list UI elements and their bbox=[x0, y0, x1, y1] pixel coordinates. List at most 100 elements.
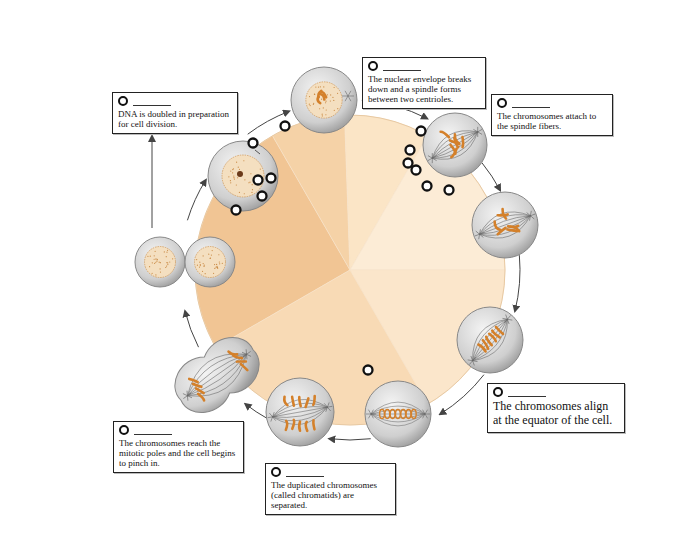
chromatin-dot bbox=[236, 184, 237, 185]
chromatin-dot bbox=[337, 93, 338, 94]
answer-circle bbox=[118, 96, 128, 106]
chromatin-dot bbox=[219, 263, 220, 264]
aster bbox=[345, 96, 348, 101]
aster bbox=[242, 351, 247, 356]
aster bbox=[244, 349, 249, 354]
answer-marker bbox=[249, 139, 258, 148]
phase-sector bbox=[273, 115, 351, 270]
cell-ana bbox=[265, 378, 334, 446]
spindle-fiber bbox=[473, 319, 511, 363]
spindle-fiber bbox=[184, 350, 246, 396]
aster bbox=[185, 391, 190, 396]
chromatin-dot bbox=[169, 261, 170, 262]
chromatin-dot bbox=[260, 168, 261, 169]
chromatin-dot bbox=[244, 193, 245, 194]
aster bbox=[324, 403, 327, 408]
chromatin-dot bbox=[166, 265, 167, 266]
chromosome bbox=[233, 352, 242, 361]
aster bbox=[247, 351, 251, 354]
chromatin-dot bbox=[325, 101, 326, 102]
chromatin-dot bbox=[202, 271, 203, 272]
chromatin-dot bbox=[216, 266, 217, 267]
chromosome bbox=[441, 132, 449, 138]
chromatin-dot bbox=[203, 263, 204, 264]
aster bbox=[475, 234, 480, 236]
chromatin-dot bbox=[155, 258, 156, 259]
aster bbox=[430, 153, 434, 158]
chromosome bbox=[450, 140, 459, 144]
spindle-fiber bbox=[187, 354, 246, 395]
cell-early bbox=[291, 67, 357, 133]
chromatin-dot bbox=[314, 94, 315, 95]
answer-line bbox=[383, 70, 421, 71]
nucleus bbox=[222, 155, 264, 197]
spindle bbox=[174, 338, 259, 411]
chromatin-dot bbox=[200, 265, 201, 266]
spindle-fiber bbox=[480, 216, 535, 246]
spindle-fiber bbox=[432, 132, 481, 165]
chromatin-dot bbox=[160, 262, 161, 263]
spindle bbox=[422, 119, 488, 170]
chromatin-dot bbox=[197, 265, 198, 266]
chromatin-dot bbox=[159, 268, 160, 269]
chromatin-dot bbox=[309, 104, 310, 105]
answer-marker bbox=[417, 127, 426, 136]
aster bbox=[348, 91, 351, 96]
aster bbox=[348, 96, 354, 97]
aster bbox=[187, 393, 191, 396]
spindle-fiber bbox=[273, 407, 329, 421]
aster bbox=[366, 414, 371, 415]
cell-membrane bbox=[135, 237, 185, 287]
chromatin-dot bbox=[166, 262, 167, 263]
chromatin-dot bbox=[230, 171, 231, 172]
answer-marker bbox=[406, 146, 415, 155]
aster bbox=[268, 416, 273, 418]
spindle-fiber bbox=[430, 129, 477, 159]
aster bbox=[425, 414, 430, 415]
aster bbox=[473, 128, 477, 133]
chromatin-dot bbox=[237, 177, 238, 178]
chromatin-dot bbox=[149, 266, 150, 267]
chromatin-dot bbox=[230, 182, 231, 183]
chromatin-dot bbox=[238, 167, 239, 168]
chromosome bbox=[406, 410, 411, 419]
chromosome bbox=[292, 420, 294, 429]
aster bbox=[273, 415, 278, 417]
chromatin-dot bbox=[218, 254, 219, 255]
chromosome bbox=[313, 420, 314, 429]
cycle-arrow bbox=[482, 163, 500, 190]
chromatin-dot bbox=[167, 250, 168, 251]
callout-box: The nuclear envelope breaks down and a s… bbox=[362, 57, 486, 109]
chromosome bbox=[411, 410, 416, 419]
aster bbox=[473, 357, 476, 361]
answer-line bbox=[133, 105, 171, 106]
chromatin-dot bbox=[213, 273, 214, 274]
chromosome bbox=[510, 226, 519, 231]
spindle-fiber bbox=[432, 132, 483, 168]
aster bbox=[273, 416, 276, 421]
chromatin-dot bbox=[233, 168, 234, 169]
aster bbox=[368, 410, 371, 414]
aster bbox=[425, 414, 428, 418]
callout-text: The nuclear envelope breaks down and a s… bbox=[368, 74, 480, 104]
chromatin-dot bbox=[326, 109, 327, 110]
chromatin-dot bbox=[167, 264, 168, 265]
chromatin-dot bbox=[322, 114, 323, 115]
chromatin-dot bbox=[214, 264, 215, 265]
chromatin-dot bbox=[204, 265, 205, 266]
chromatin-dot bbox=[233, 177, 234, 178]
chromatin-dot bbox=[320, 86, 321, 87]
chromatin-dot bbox=[322, 115, 323, 116]
chromatin-dot bbox=[203, 255, 204, 256]
chromosome bbox=[390, 410, 395, 419]
callout-text: DNA is doubled in preparation for cell d… bbox=[118, 109, 232, 129]
nucleus bbox=[306, 82, 342, 118]
answer-line bbox=[512, 107, 550, 108]
chromatin-dot bbox=[147, 256, 148, 257]
aster bbox=[327, 406, 332, 408]
chromatin-dot bbox=[159, 262, 160, 263]
aster bbox=[469, 361, 472, 365]
chromatin-dot bbox=[334, 87, 335, 88]
aster bbox=[425, 410, 428, 414]
answer-blank bbox=[493, 387, 619, 399]
